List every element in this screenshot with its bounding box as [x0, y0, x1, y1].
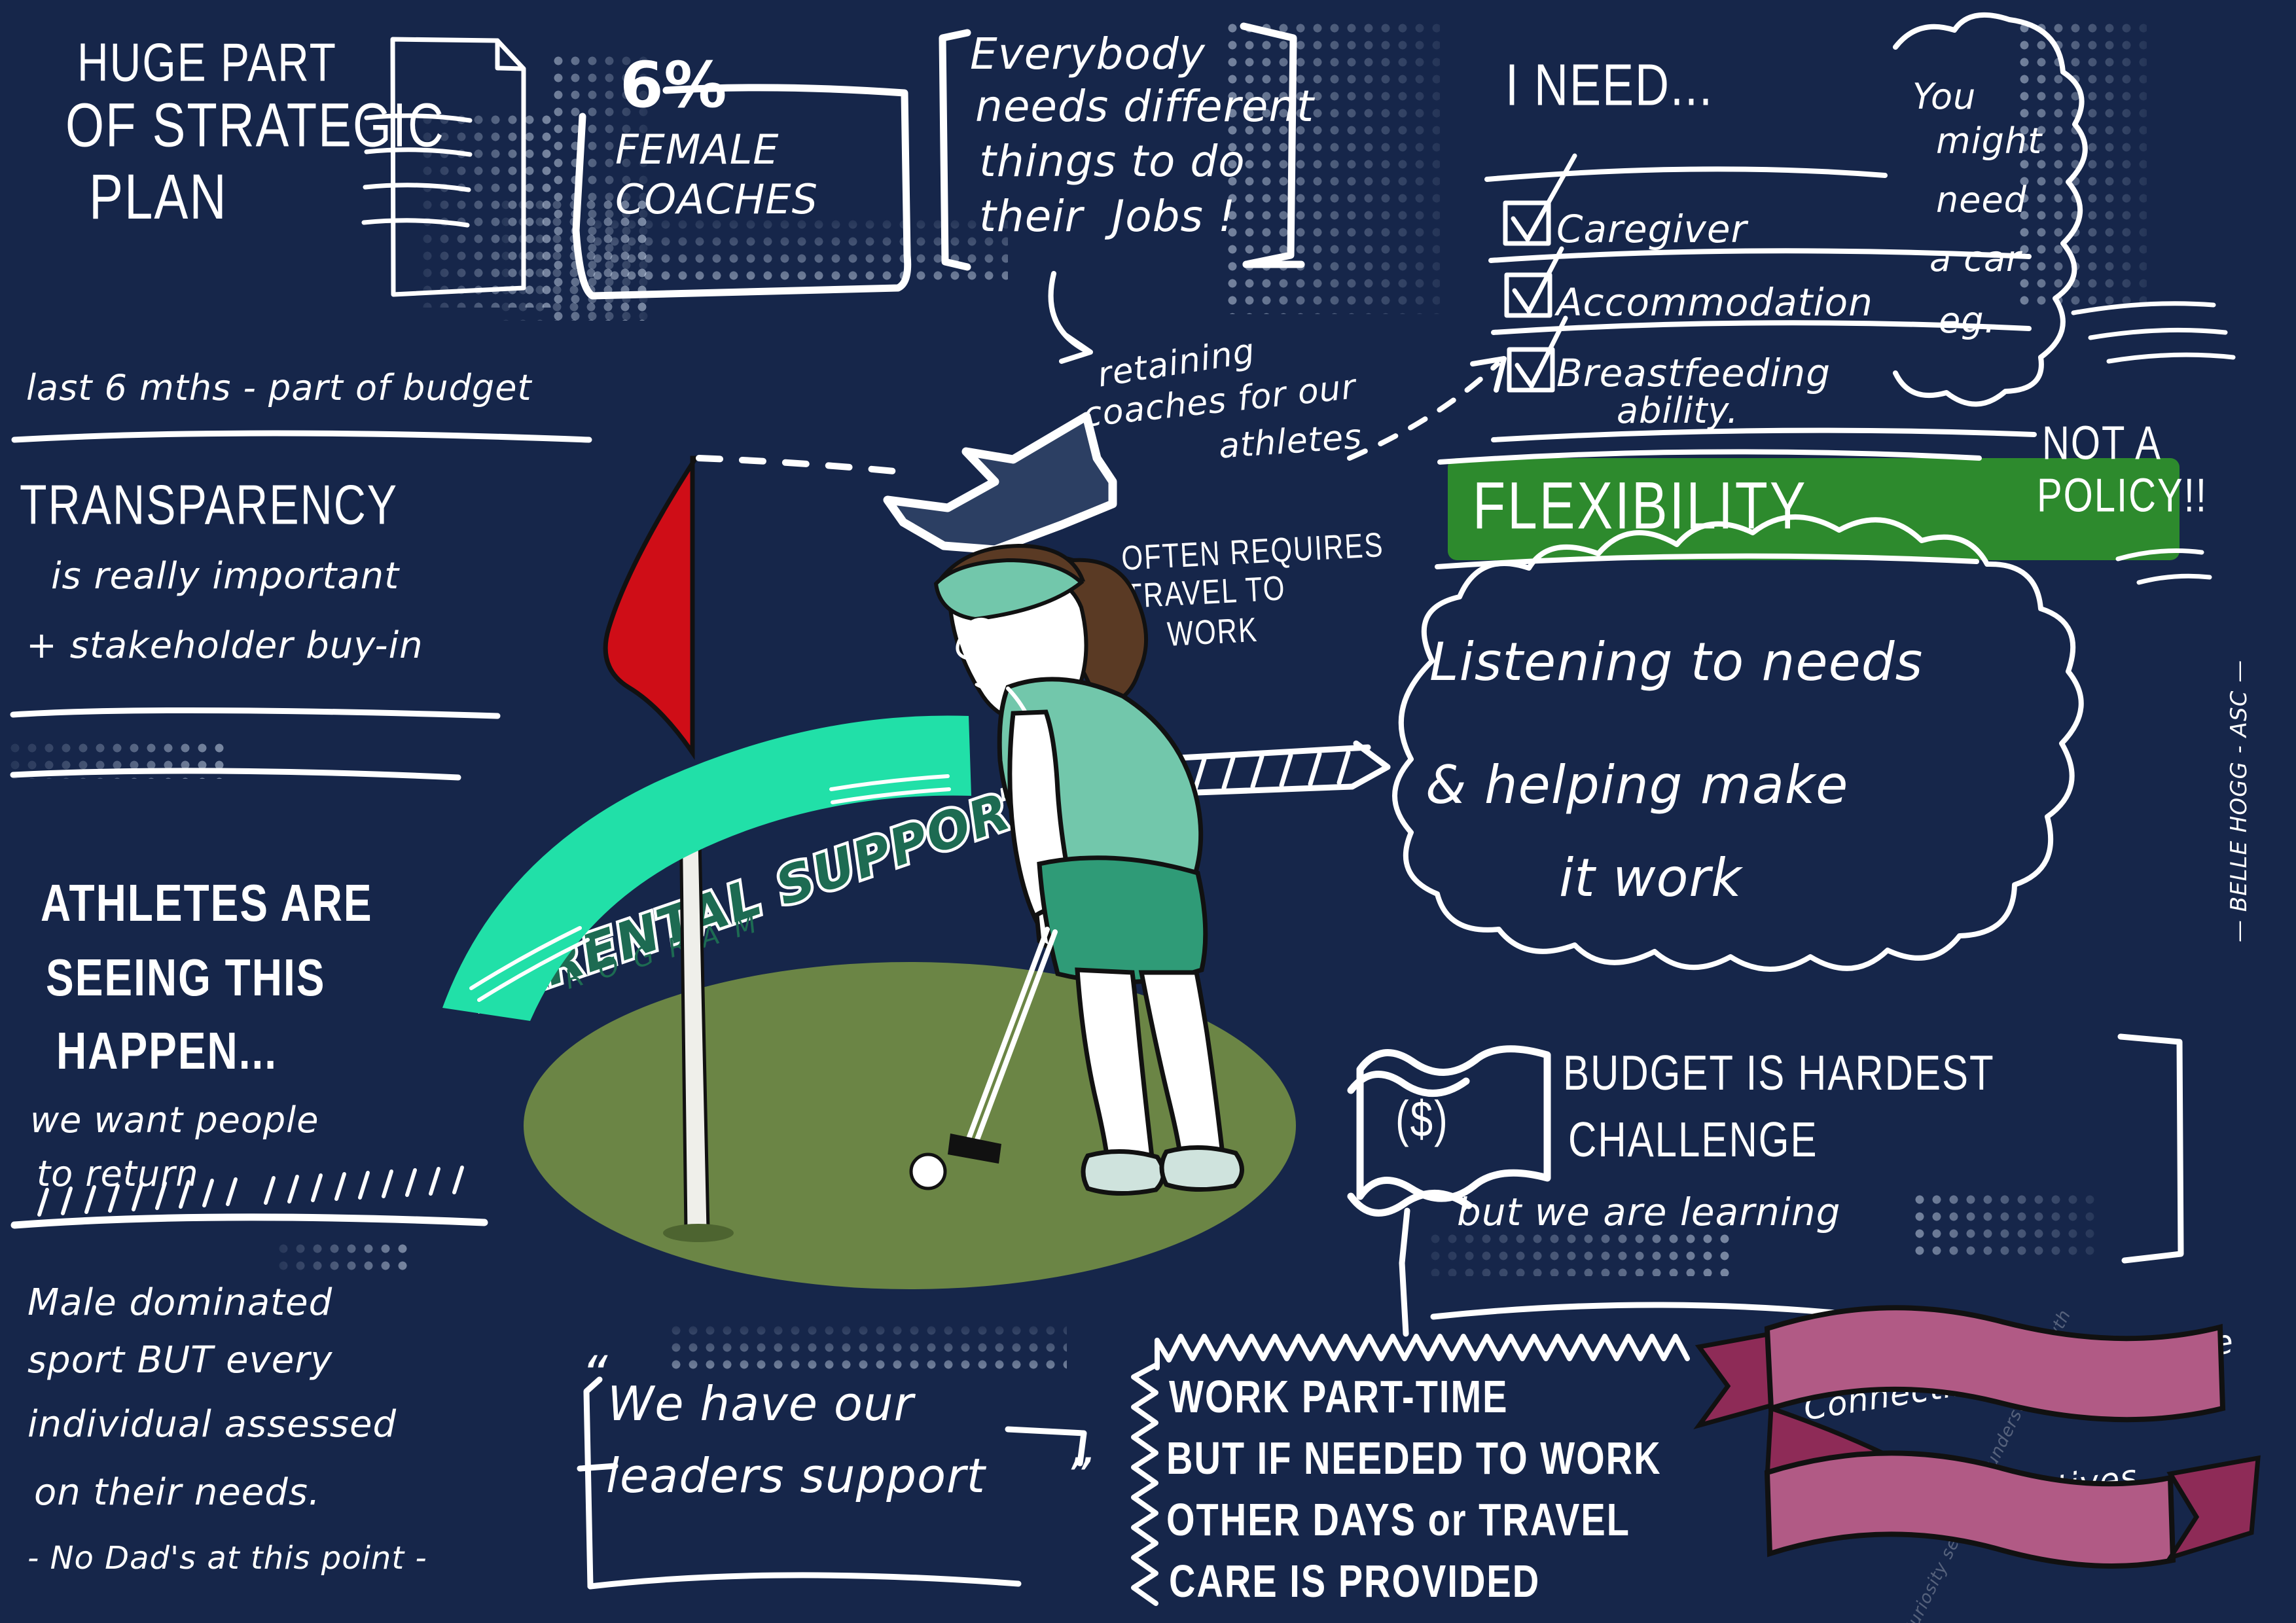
- not-a-policy-line1: NOT A: [2042, 416, 2162, 470]
- halftone-texture: [2016, 20, 2147, 308]
- dollar-note-icon: [1347, 1045, 1551, 1217]
- need-item-label-0: Caregiver: [1556, 207, 1748, 251]
- athletes-heading-line2: SEEING THIS: [46, 948, 326, 1007]
- budget-line2: CHALLENGE: [1568, 1112, 1818, 1168]
- transparency-line2: is really important: [51, 555, 400, 597]
- leaders-quote-close: ”: [1064, 1448, 1092, 1507]
- ribbon-ghost-text: Curiosity seeking to understand growth: [1899, 1306, 2075, 1623]
- athletes-heading-line1: ATHLETES ARE: [41, 873, 373, 933]
- part-time-line4: CARE IS PROVIDED: [1169, 1555, 1541, 1607]
- not-a-policy-line2: POLICY!!: [2037, 469, 2208, 522]
- checkbox-accommodation: [1504, 272, 1552, 318]
- need-item-label-2-cont: ability.: [1617, 390, 1739, 431]
- golf-ball: [909, 1152, 947, 1190]
- needs-quote-line4: their Jobs !: [979, 191, 1236, 241]
- male-dominated-line1: Male dominated: [27, 1281, 333, 1324]
- athletes-sub-line2: to return: [37, 1153, 199, 1194]
- artist-signature: — BELLE HOGG - ASC —: [2226, 659, 2252, 942]
- halftone-texture: [1911, 1191, 2101, 1263]
- listening-cloud-line2: & helping make: [1426, 755, 1849, 815]
- budget-line3: but we are learning: [1457, 1190, 1841, 1234]
- airplane-dashed-trail: [696, 455, 897, 474]
- part-time-line1: WORK PART-TIME: [1169, 1370, 1509, 1422]
- travel-line2: TRAVEL TO: [1124, 568, 1287, 616]
- leaders-quote-line1: We have our: [607, 1376, 914, 1431]
- needs-quote-line1: Everybody: [970, 29, 1206, 79]
- halftone-texture: [1427, 1230, 1734, 1276]
- part-time-line2: BUT IF NEEDED TO WORK: [1166, 1432, 1662, 1484]
- female-coach-stat-value: 6%: [620, 48, 727, 122]
- checkbox-breastfeeding: [1507, 347, 1555, 393]
- cloud-car-line2: might: [1936, 120, 2043, 162]
- athletes-sub-line1: we want people: [30, 1099, 319, 1141]
- i-need-title: I NEED...: [1505, 52, 1714, 118]
- strategic-plan-heading-line1: HUGE PART: [77, 31, 337, 92]
- male-dominated-line2: sport BUT every: [27, 1339, 333, 1382]
- halftone-texture: [668, 1322, 1067, 1374]
- arrow-to-listening: [1176, 740, 1391, 796]
- strategic-plan-heading-line3: PLAN: [89, 160, 228, 232]
- arrowhead-to-retaining: [1059, 332, 1093, 364]
- strategic-plan-doc-frame: [361, 37, 526, 297]
- female-coach-stat-label-line2: COACHES: [615, 175, 818, 223]
- flexibility-label: FLEXIBILITY: [1473, 469, 1808, 543]
- needs-quote-line2: needs different: [975, 81, 1315, 132]
- underline-transparency-2: [10, 768, 461, 781]
- need-item-label-1: Accommodation: [1556, 280, 1873, 325]
- female-coach-stat-label-line1: FEMALE: [615, 126, 780, 173]
- male-dominated-line4: on their needs.: [34, 1471, 321, 1514]
- transparency-heading: TRANSPARENCY: [20, 474, 399, 537]
- travel-line1: OFTEN REQUIRES: [1120, 525, 1385, 578]
- part-time-line3: OTHER DAYS or TRAVEL: [1166, 1493, 1630, 1545]
- ribbon-line1-plain-a: Connecting: [1801, 1358, 2008, 1428]
- strategic-plan-subnote: last 6 mths - part of budget: [26, 367, 532, 408]
- underline-strategic-sub: [11, 430, 592, 443]
- underline-transparency: [10, 707, 501, 719]
- needs-quote-line3: things to do: [979, 136, 1246, 187]
- male-dominated-line3: individual assessed: [27, 1403, 397, 1446]
- cloud-car-line3: need: [1936, 179, 2027, 221]
- athletes-heading-line3: HAPPEN...: [56, 1021, 278, 1080]
- cloud-car-line5: eg.: [1939, 300, 1996, 341]
- strategic-plan-heading-line2: OF STRATEGIC: [65, 90, 445, 160]
- male-dominated-line5: - No Dad's at this point -: [27, 1540, 427, 1577]
- ribbon-line1-plain-b: people: [2106, 1322, 2236, 1380]
- travel-line3: WORK: [1166, 610, 1259, 654]
- halftone-texture: [7, 740, 229, 779]
- checkbox-caregiver: [1503, 200, 1551, 246]
- arrow-to-retaining: [1048, 271, 1089, 353]
- retaining-line3: athletes: [1217, 417, 1363, 467]
- leaders-quote-open: “: [581, 1346, 609, 1405]
- listening-cloud-line1: Listening to needs: [1429, 632, 1924, 692]
- transparency-line3: + stakeholder buy-in: [26, 624, 423, 667]
- halftone-texture: [275, 1240, 412, 1273]
- leaders-quote-line2: leaders support: [606, 1448, 986, 1503]
- halftone-texture: [589, 216, 1008, 288]
- listening-cloud-line3: it work: [1559, 847, 1742, 908]
- airplane-icon: [883, 412, 1117, 554]
- cloud-car-line1: You: [1912, 76, 1977, 117]
- budget-note-icon-text: ($): [1395, 1091, 1449, 1148]
- halftone-texture: [1224, 20, 1440, 314]
- golf-flag: [603, 455, 734, 1242]
- budget-line1: BUDGET IS HARDEST: [1563, 1045, 1995, 1101]
- cloud-car-line4: a car: [1929, 238, 2022, 279]
- dashed-arrow-to-needs: [1347, 356, 1507, 461]
- golf-australia-logo: GolfAustralia: [792, 1192, 1143, 1261]
- need-item-label-2: Breastfeeding: [1556, 351, 1831, 395]
